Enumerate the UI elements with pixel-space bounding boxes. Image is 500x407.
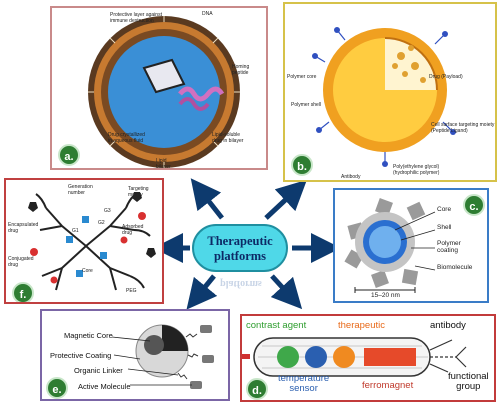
center-bubble: Therapeutic platforms	[192, 224, 288, 272]
label-peg: PEG	[126, 288, 137, 294]
panel-f-dendrimer: Generation number Targeting moiety Encap…	[4, 178, 164, 304]
panel-e-magnetic: Magnetic Core Protective Coating Organic…	[40, 309, 230, 401]
badge-d: d.	[246, 378, 268, 400]
arrow-d	[270, 274, 303, 310]
label-organic-linker: Organic Linker	[74, 366, 123, 375]
panel-a-liposome: Protective layer against immune destruct…	[50, 6, 268, 170]
label-antibody: Antibody	[341, 174, 361, 180]
label-drug-crystallized: Drug crystallized in aqueous fluid	[108, 132, 145, 144]
label-homing-peptide: Homing peptide	[232, 64, 250, 76]
badge-e: e.	[46, 377, 68, 399]
center-title-line1: Therapeutic	[207, 234, 273, 248]
label-lipid-bilayer: Lipid bilayer	[156, 158, 171, 170]
label-peg: Poly(ethylene glycol) (hydrophilic polym…	[393, 164, 440, 176]
panel-d-nanotube: contrast agent therapeutic antibody temp…	[240, 314, 496, 402]
badge-f: f.	[12, 282, 34, 302]
label-adsorbed: Adsorbed drug	[122, 224, 144, 236]
label-drug-payload: Drug (Payload)	[429, 74, 463, 80]
label-shell: Shell	[437, 224, 452, 231]
label-dna: DNA	[202, 11, 213, 17]
nanotube-illustration	[242, 337, 467, 377]
label-generation: Generation number	[68, 184, 93, 196]
label-protective-coating: Protective Coating	[50, 351, 112, 360]
label-contrast-agent: contrast agent	[246, 320, 307, 331]
arrow-a	[190, 178, 224, 220]
badge-c: c.	[463, 194, 485, 216]
dna-shape	[178, 86, 225, 102]
label-conjugated: Conjugated drug	[8, 256, 34, 268]
label-protective-layer: Protective layer against immune destruct…	[110, 12, 162, 24]
panel-b-polymer-nanoparticle: Polymer core Drug (Payload) Polymer shel…	[283, 2, 497, 182]
center-title-line2: platforms	[213, 249, 267, 263]
label-g2: G2	[98, 220, 105, 226]
polymer-particle-illustration	[312, 27, 456, 167]
label-lipid-soluble: Lipid-soluble drug in bilayer	[212, 132, 244, 144]
label-biomolecule: Biomolecule	[437, 264, 473, 271]
label-encapsulated: Encapsulated drug	[8, 222, 39, 234]
dendrimer-illustration	[28, 192, 156, 291]
label-scale: 15–20 nm	[371, 292, 400, 299]
panel-c-core-shell: Core Shell Polymer coating Biomolecule 1…	[333, 188, 489, 303]
label-active-molecule: Active Molecule	[78, 382, 131, 391]
label-antibody: antibody	[430, 320, 466, 331]
liposome-illustration	[88, 16, 240, 168]
label-magnetic-core: Magnetic Core	[64, 331, 113, 340]
label-therapeutic: therapeutic	[338, 320, 386, 331]
drug-crystal-shape	[142, 58, 186, 94]
badge-b: b.	[291, 154, 313, 176]
label-targeting-moiety: Cell surface targeting moiety (Peptide L…	[431, 122, 495, 134]
badge-a: a.	[58, 144, 80, 166]
label-ferromagnet: ferromagnet	[362, 380, 414, 391]
arrow-b	[264, 179, 307, 220]
magnetic-particle-illustration	[111, 324, 214, 389]
arrow-e	[186, 274, 218, 310]
label-core: Core	[437, 206, 452, 213]
label-core: Core	[82, 268, 93, 274]
label-polymer-coating: Polymer coating	[437, 240, 461, 254]
center-reflection: platforms	[220, 278, 262, 289]
label-g1: G1	[72, 228, 79, 234]
label-functional-group: functional group	[448, 371, 489, 392]
label-polymer-core: Polymer core	[287, 74, 317, 80]
label-polymer-shell: Polymer shell	[291, 102, 322, 108]
core-shell-illustration	[344, 198, 436, 293]
label-temperature-sensor: temperature sensor	[278, 373, 330, 394]
label-targeting-moiety: Targeting moiety	[128, 186, 149, 198]
label-g3: G3	[104, 208, 111, 214]
